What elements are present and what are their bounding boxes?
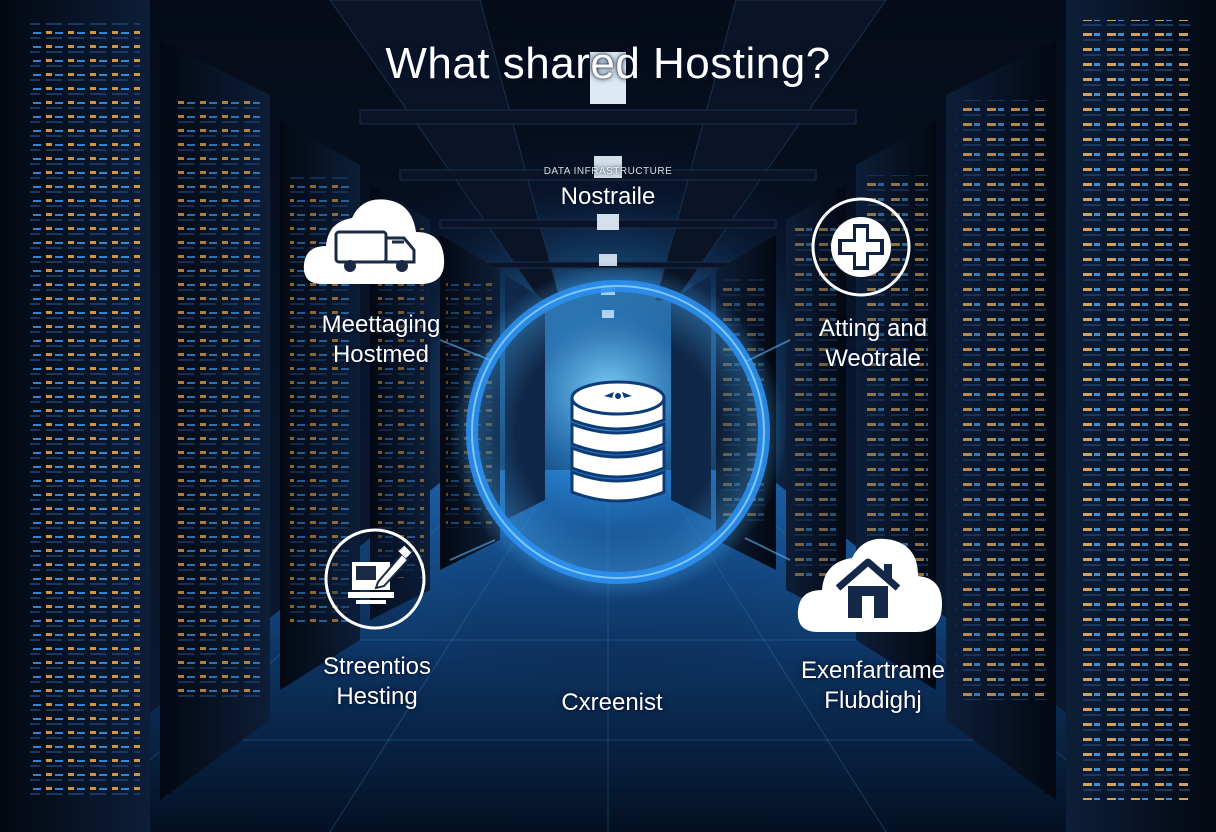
cloud-house-icon (797, 538, 942, 632)
center-small-caption: DATA INFRASTRUCTURE (543, 166, 673, 177)
database-icon (570, 380, 666, 503)
right-upper-line2: Weotrale (825, 345, 921, 372)
left-upper-line1: Meettaging (321, 311, 441, 338)
left-lower-line1: Streentios (322, 653, 432, 680)
left-lower-label: Streentios Hesting (262, 652, 492, 712)
left-upper-label: Meettaging Hostmed (266, 310, 496, 370)
left-lower-line2: Hesting (336, 683, 418, 710)
center-bottom-label: Cxreenist (561, 689, 663, 716)
printer-pen-icon (324, 528, 426, 630)
left-upper-line2: Hostmed (332, 341, 430, 368)
medical-cross-icon (811, 197, 911, 297)
right-upper-label: Atting and Weotrale (748, 314, 998, 374)
cloud-truck-icon (303, 199, 445, 284)
right-lower-label: Exenfartrame Flubdighj (748, 656, 998, 716)
right-lower-line1: Exenfartrame (800, 657, 946, 684)
center-top-label: Nostraile (560, 183, 656, 210)
page-title: What shared Hosting? (385, 39, 831, 88)
right-upper-line1: Atting and (818, 315, 928, 342)
right-lower-line2: Flubdighj (824, 687, 922, 714)
